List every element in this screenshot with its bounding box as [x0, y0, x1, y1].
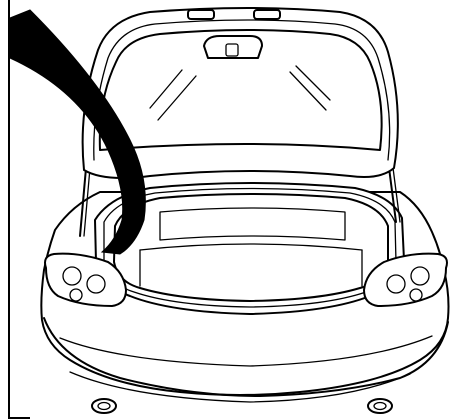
exhaust-tip-left [92, 399, 116, 413]
lid-light-left [188, 10, 214, 19]
lid-light-right [254, 10, 280, 19]
exhaust-tip-right [368, 399, 392, 413]
boot-latch-housing [204, 36, 262, 58]
